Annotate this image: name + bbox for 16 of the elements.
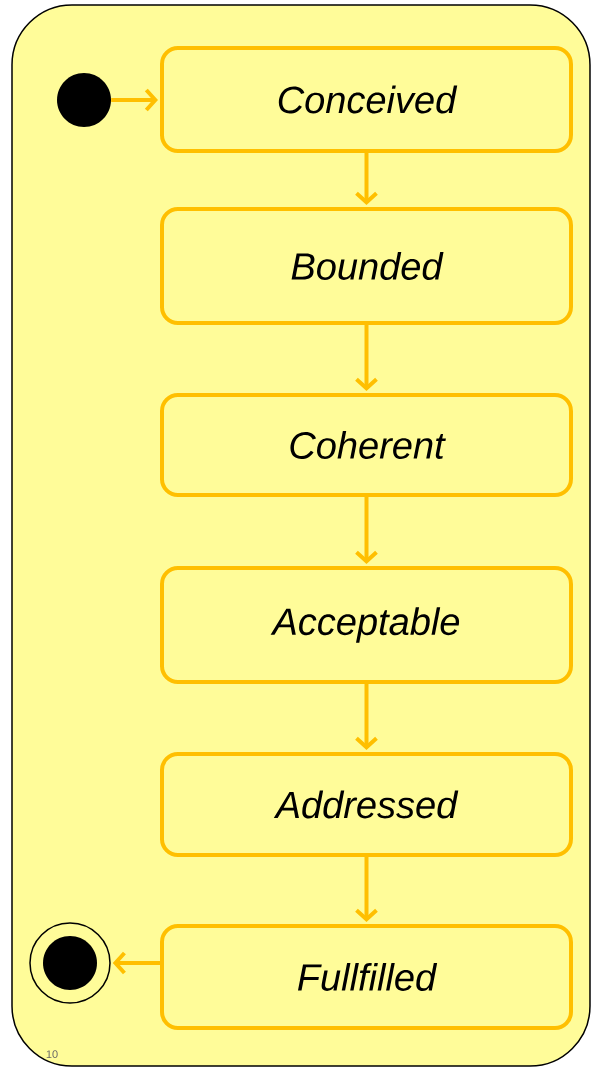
arrow [355, 857, 378, 922]
state-box: Addressed [160, 752, 573, 857]
state-box: Conceived [160, 46, 573, 153]
arrow [355, 153, 378, 205]
arrow [111, 88, 158, 112]
arrow [355, 497, 378, 564]
final-state [29, 922, 111, 1004]
state-box: Bounded [160, 207, 573, 325]
page-number: 10 [46, 1050, 58, 1059]
initial-state [57, 73, 111, 127]
arrow [355, 684, 378, 750]
state-box: Coherent [160, 393, 573, 497]
arrow [355, 325, 378, 391]
state-box: Fullfilled [160, 924, 573, 1030]
arrow [112, 951, 160, 975]
state-box: Acceptable [160, 566, 573, 684]
